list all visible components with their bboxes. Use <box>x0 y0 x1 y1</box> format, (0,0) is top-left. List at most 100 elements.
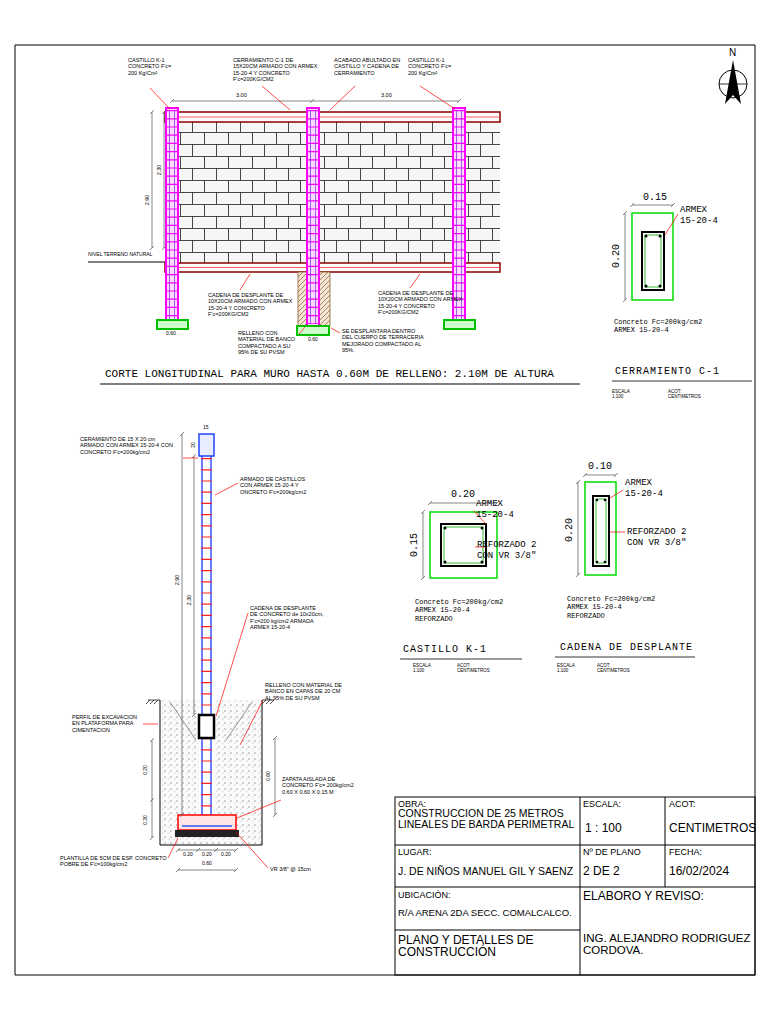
callout-note: CADENA DE DESPLANTE DE CONCRETO de 10x20… <box>250 605 325 630</box>
section-note: ACOT: CENTIMETROS <box>668 389 708 399</box>
section-cadena <box>576 473 618 577</box>
dimension-text: 0.60 <box>166 331 176 337</box>
column-detail <box>210 440 212 826</box>
section-title: CORTE LONGITUDINAL PARA MURO HASTA 0.60M… <box>105 368 554 381</box>
callout-note: CASTILLO K-1 CONCRETO F'c= 200 Kg/Cm² <box>128 57 176 76</box>
castillo-column <box>166 110 178 320</box>
dimension-text: 2.30 <box>156 165 162 176</box>
dimension-text: 0.60 <box>308 337 318 343</box>
section-cadena <box>604 561 607 564</box>
north-arrow <box>719 60 747 104</box>
north-label: N <box>729 47 736 59</box>
section-note: Concreto Fc=200kg/cm2 ARMEX 15-20-4 REFO… <box>415 598 507 623</box>
dimension-text: 3.00 <box>236 92 247 98</box>
dimension-line <box>170 99 461 103</box>
dimension-text: 0.10 <box>588 461 612 473</box>
column-detail <box>175 830 239 837</box>
castillo-column <box>166 108 465 326</box>
section-note: ESCALA 1:100 <box>557 663 582 673</box>
wall-elevation <box>165 112 500 122</box>
title-block-text: 16/02/2024 <box>669 865 729 879</box>
dimension-line <box>192 454 196 717</box>
dimension-text: 0.20 <box>564 518 576 542</box>
dimension-text: 0.20 <box>221 852 231 858</box>
dimension-text: 0.30 <box>143 815 149 825</box>
dimension-text: 2.90 <box>174 575 180 586</box>
dimension-text: 2.30 <box>186 595 192 606</box>
north-arrow <box>725 60 741 104</box>
section-cerramiento <box>665 214 678 235</box>
dimension-text: 0.20 <box>143 765 149 775</box>
dimension-line <box>150 99 461 250</box>
title-block-text: LUGAR: <box>398 847 432 857</box>
dimension-line <box>180 432 184 817</box>
dimension-line <box>162 110 166 250</box>
castillo-column <box>456 110 457 320</box>
dimension-line <box>176 868 238 872</box>
dimension-line <box>150 432 277 872</box>
section-cerramiento <box>623 203 675 302</box>
leader-line <box>216 613 248 716</box>
section-cerramiento <box>645 285 648 288</box>
wall-elevation <box>88 112 500 326</box>
title-block-text: 2 DE 2 <box>583 865 620 879</box>
section-cerramiento <box>632 213 673 300</box>
leader-line <box>237 800 281 818</box>
column-detail <box>182 825 232 827</box>
callout-note: PLANTILLA DE 5CM DE ESP. CONCRETO POBRE … <box>60 855 170 868</box>
dimension-line <box>273 736 277 817</box>
section-cadena <box>596 499 606 563</box>
callout-note: ACABADO ABULTADO EN CASTILLO Y CADENA DE… <box>334 57 404 76</box>
section-cerramiento <box>659 235 662 238</box>
dimension-text: 0.20 <box>202 852 212 858</box>
leader-line <box>240 274 250 290</box>
title-block-text: J. DE NIÑOS MANUEL GIL Y SAENZ <box>398 865 573 877</box>
dimension-text: 20 <box>191 442 197 448</box>
leader-line <box>236 832 268 868</box>
section-cerramiento <box>612 381 752 382</box>
title-block-text: Nº DE PLANO <box>583 847 641 857</box>
leader-line <box>410 274 420 288</box>
title-block-text: UBICACIÓN: <box>398 890 451 900</box>
section-castillo <box>444 527 447 530</box>
title-block-text: 1 : 100 <box>585 822 622 836</box>
title-block-text: ACOT: <box>669 799 696 809</box>
section-note: Concreto Fc=200kg/cm2 ARMEX 15-20-4 <box>614 318 706 335</box>
dimension-text: 3.00 <box>381 92 392 98</box>
section-castillo <box>400 501 522 659</box>
section-cadena <box>555 473 695 657</box>
leader-line <box>330 86 355 110</box>
dimension-text: 0.15 <box>409 533 421 557</box>
sheet-frame <box>15 45 755 975</box>
castillo-column <box>461 110 462 320</box>
callout-note: CASTILLO K-1 CONCRETO F'c= 200 Kg/Cm² <box>408 57 456 76</box>
castillo-column <box>174 110 175 320</box>
leader-line <box>143 724 158 725</box>
dimension-text: 0.20 <box>611 244 623 268</box>
section-note: REFORZADO 2 CON VR 3/8" <box>477 540 541 562</box>
leader-line <box>183 458 198 459</box>
wall-elevation <box>165 267 500 268</box>
castillo-column <box>169 110 170 320</box>
section-cadena <box>604 499 607 502</box>
section-cadena <box>555 657 695 658</box>
column-detail <box>201 440 203 826</box>
section-cerramiento <box>612 203 752 381</box>
title-block-text: CENTIMETROS <box>669 822 756 836</box>
section-cerramiento <box>642 232 664 290</box>
footing <box>444 320 475 329</box>
callout-note: RELLENO CON MATERIAL DE BANCO COMPACTADO… <box>238 330 298 355</box>
section-note: ARMEX 15-20-4 <box>680 205 722 227</box>
footing <box>297 326 329 335</box>
footing <box>157 320 188 329</box>
section-cerramiento <box>659 285 662 288</box>
castillo-column <box>166 108 178 322</box>
dimension-line <box>150 738 154 840</box>
castillo-column <box>315 110 316 324</box>
dimension-text: 2.90 <box>144 195 150 206</box>
leader-line <box>262 86 290 110</box>
dimension-text: 0.60 <box>266 771 272 781</box>
leader-line <box>143 458 281 868</box>
